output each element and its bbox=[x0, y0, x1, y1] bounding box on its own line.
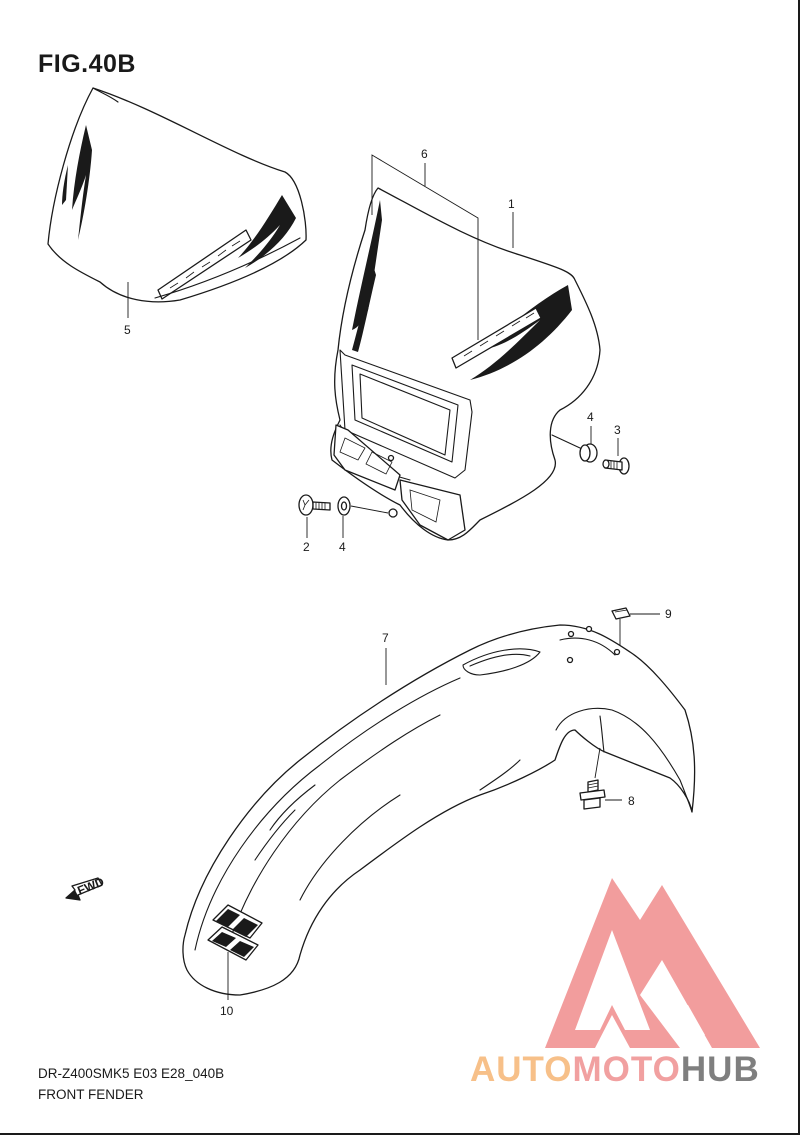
figure-title: FIG.40B bbox=[38, 50, 136, 78]
callout-1: 1 bbox=[508, 197, 515, 211]
callout-10: 10 bbox=[220, 1004, 234, 1018]
callout-8: 8 bbox=[628, 794, 635, 808]
part-2-bolt bbox=[298, 494, 331, 538]
callout-6: 6 bbox=[421, 147, 428, 161]
callout-4-right: 4 bbox=[587, 410, 594, 424]
part-3-bolt bbox=[602, 438, 630, 475]
callout-2: 2 bbox=[303, 540, 310, 554]
watermark-part-c: HUB bbox=[680, 1050, 760, 1089]
watermark-part-b: MOTO bbox=[572, 1050, 681, 1089]
callout-3: 3 bbox=[614, 423, 621, 437]
part-7-front-fender bbox=[182, 624, 696, 996]
callout-5: 5 bbox=[124, 323, 131, 337]
part-6-leader bbox=[371, 154, 479, 340]
part-4-spacer-right bbox=[579, 426, 598, 463]
fwd-label: FWD bbox=[75, 874, 106, 897]
callout-7: 7 bbox=[382, 631, 389, 645]
part-1-headlight-housing bbox=[330, 187, 601, 541]
part-4-washer-left bbox=[337, 496, 389, 538]
part-5-windscreen bbox=[47, 87, 307, 318]
part-9-clip-nut bbox=[611, 607, 660, 646]
model-code: DR-Z400SMK5 E03 E28_040B bbox=[38, 1066, 225, 1081]
watermark-logo-icon bbox=[545, 878, 760, 1048]
callout-4-left: 4 bbox=[339, 540, 346, 554]
fwd-direction-arrow-icon: FWD bbox=[65, 874, 106, 901]
watermark-text: AUTOMOTOHUB bbox=[470, 1050, 760, 1090]
section-name: FRONT FENDER bbox=[38, 1087, 144, 1102]
part-8-flange-bolt bbox=[579, 747, 622, 810]
callout-9: 9 bbox=[665, 607, 672, 621]
watermark-part-a: AUTO bbox=[470, 1050, 573, 1089]
part-10-emblem bbox=[207, 904, 263, 1000]
